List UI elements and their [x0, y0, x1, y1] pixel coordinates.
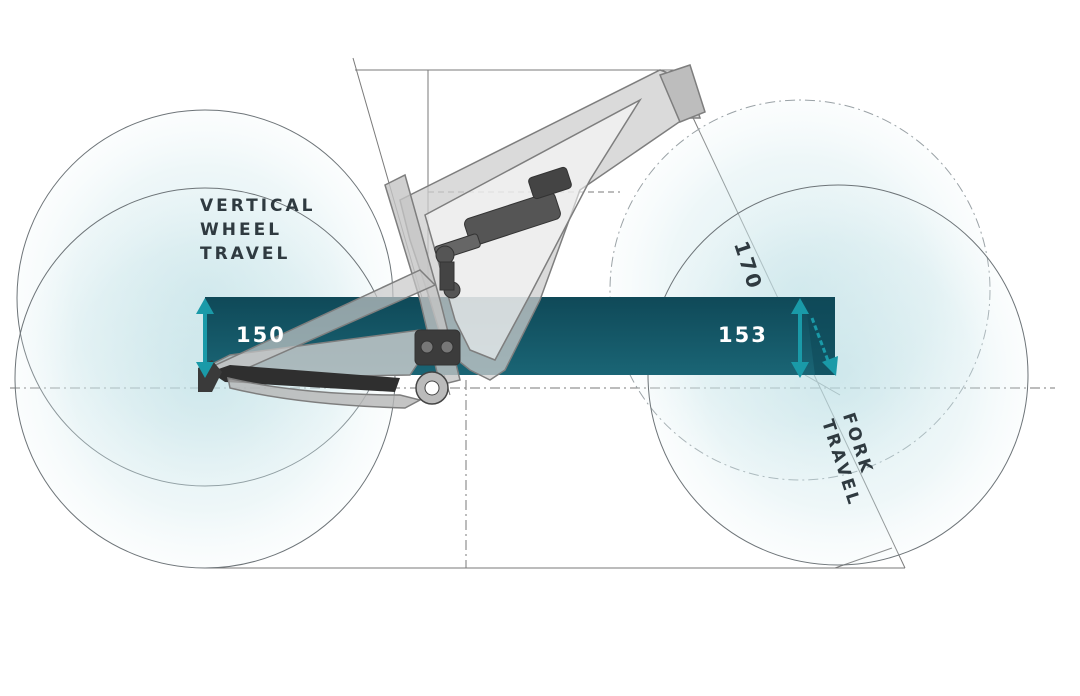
bottom-bracket — [415, 371, 449, 405]
lower-link-bolt — [420, 340, 434, 354]
chainstay-tube — [227, 377, 423, 409]
fork-arrow-shaft — [810, 317, 832, 367]
bike-frame — [197, 64, 706, 409]
shock-reservoir — [528, 166, 572, 200]
link-pivot-upper — [435, 245, 455, 265]
front-travel-value: 153 — [718, 323, 768, 347]
vertical-label-line-3: TRAVEL — [200, 244, 291, 264]
shock-body — [464, 191, 561, 246]
bb-spindle — [424, 380, 440, 396]
linkage — [414, 245, 461, 366]
link-arm — [439, 261, 455, 291]
rear-arrow-shaft — [203, 310, 207, 366]
front-arrow-head-up — [791, 298, 809, 314]
rear-arrow-head-down — [196, 362, 214, 378]
rear-travel-arrow — [196, 298, 214, 378]
fork-arrow-head — [822, 356, 838, 376]
frame-front-triangle-opening — [424, 98, 643, 361]
rear-travel-value: 150 — [236, 323, 286, 347]
rear-arrow-head-up — [196, 298, 214, 314]
lower-link-block — [414, 329, 461, 366]
vertical-label-line-1: VERTICAL — [200, 196, 316, 216]
chainstay-guard — [210, 365, 400, 392]
front-arrow-shaft — [798, 310, 802, 366]
front-travel-arrow — [791, 298, 838, 378]
vertical-label-line-2: WHEEL — [200, 220, 283, 240]
lower-link-bolt-2 — [440, 340, 454, 354]
front-arrow-head-down — [791, 362, 809, 378]
vertical-wheel-travel-label: VERTICAL WHEEL TRAVEL — [200, 194, 315, 266]
head-tube — [658, 64, 706, 123]
front-wheel-travel-area — [609, 99, 1029, 566]
